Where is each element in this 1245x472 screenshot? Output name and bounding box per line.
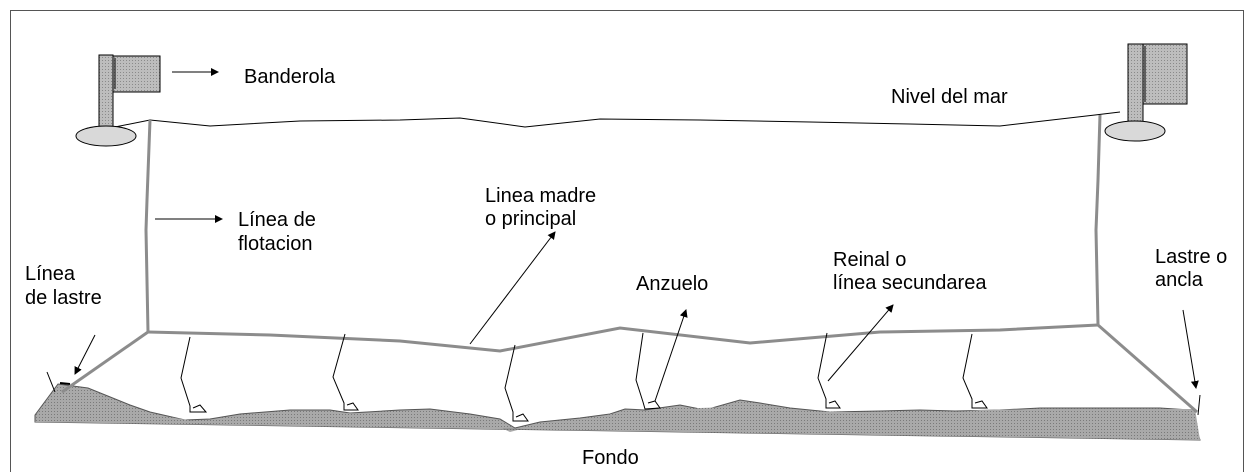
diagram-frame [10,10,1244,472]
left-anchor-bar [59,382,71,385]
reinal-arrow [827,304,894,382]
branch-line [817,332,841,409]
branch-line [332,333,359,411]
flag-icon [98,54,161,131]
label-linea-flotacion-1: Línea de [238,209,316,231]
label-linea-madre-2: o principal [485,208,577,230]
label-linea-flotacion-2: flotacion [238,233,313,255]
right-float-line [1094,114,1102,326]
label-lastre-ancla-2: ancla [1155,269,1203,291]
label-reinal-1: Reinal o [833,249,907,271]
left-anchor-tick [46,371,56,393]
right-anchor-tick [1197,394,1201,416]
label-fondo: Fondo [582,447,639,469]
label-reinal-2: línea secundarea [833,272,987,294]
seabed-layer [35,395,1200,440]
label-linea-lastre-1: Línea [25,263,76,285]
main-line [147,323,1099,353]
label-linea-madre-1: Linea madre [485,185,597,207]
left-ballast-line [61,330,149,394]
left-float-line [144,119,152,333]
label-banderola: Banderola [244,66,336,88]
buoy-icon [1104,120,1166,142]
label-lastre-ancla-1: Lastre o [1155,246,1228,268]
flag-icon [1127,43,1188,130]
label-anzuelo: Anzuelo [636,273,709,295]
anzuelo-arrow [654,309,688,402]
ancla-arrow [1182,309,1199,389]
label-nivel-del-mar: Nivel del mar [891,86,1008,108]
right-ballast-line [1097,323,1198,414]
branch-line [180,336,208,413]
buoy-icon [75,125,137,147]
linea-madre-arrow [469,231,556,345]
branch-line [962,333,988,409]
label-linea-lastre-2: de lastre [25,287,102,309]
branch-line [504,344,529,422]
sea-level-line [109,111,1121,129]
lastre-line-arrow [74,334,96,375]
